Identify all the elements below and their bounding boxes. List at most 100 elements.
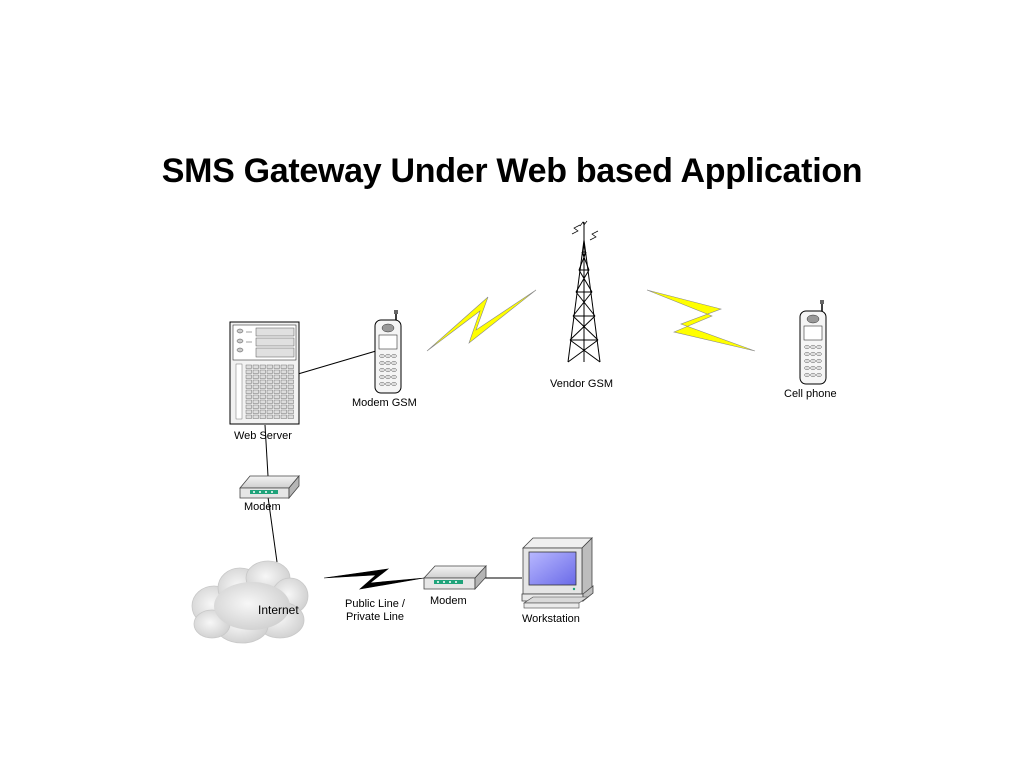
slide-title: SMS Gateway Under Web based Application: [161, 152, 863, 190]
server-bay: [266, 379, 273, 384]
connection-lines: [264, 350, 522, 579]
keypad-key: [810, 373, 816, 378]
server-bay: [273, 389, 280, 394]
server-bay: [252, 369, 259, 374]
keypad-key: [810, 352, 816, 357]
server-bay: [252, 379, 259, 384]
server-bay: [280, 399, 287, 404]
server-bay: [259, 369, 266, 374]
keypad-key: [391, 368, 397, 373]
server-bay: [259, 409, 266, 414]
server-bay: [280, 409, 287, 414]
modem-icon: [239, 474, 300, 500]
keypad-key: [385, 382, 391, 387]
server-bay: [273, 364, 280, 369]
server-bay: [245, 369, 252, 374]
keypad-key: [804, 373, 810, 378]
server-bay: [259, 379, 266, 384]
keypad-key: [391, 382, 397, 387]
server-bay: [245, 364, 252, 369]
modem-gsm-label: Modem GSM: [352, 397, 417, 409]
keypad-key: [379, 375, 385, 380]
server-bay: [273, 379, 280, 384]
server-bay: [280, 374, 287, 379]
server-bay: [266, 404, 273, 409]
server-bay: [252, 374, 259, 379]
keypad-key: [816, 345, 822, 350]
cell-phone-label: Cell phone: [784, 388, 837, 400]
server-bay: [280, 394, 287, 399]
server-bay: [280, 389, 287, 394]
keypad-key: [379, 361, 385, 366]
keypad-key: [816, 352, 822, 357]
modem-bottom-label: Modem: [430, 595, 467, 607]
server-bay: [273, 369, 280, 374]
server-bay: [280, 404, 287, 409]
server-bay: [259, 404, 266, 409]
keypad-key: [379, 354, 385, 359]
server-bay: [287, 404, 294, 409]
keypad-key: [810, 359, 816, 364]
server-bay: [273, 414, 280, 419]
keypad-key: [804, 366, 810, 371]
keypad-key: [391, 361, 397, 366]
keypad-key: [391, 375, 397, 380]
server-bay: [266, 374, 273, 379]
server-bay: [280, 379, 287, 384]
server-bay: [259, 389, 266, 394]
server-bay: [252, 409, 259, 414]
lightning-bolt-icon: [646, 289, 756, 352]
server-bay: [245, 414, 252, 419]
keypad-key: [379, 382, 385, 387]
server-bay: [287, 384, 294, 389]
server-bay: [287, 379, 294, 384]
keypad-key: [804, 352, 810, 357]
server-bay: [259, 414, 266, 419]
public-line-label-line2: Private Line: [345, 611, 405, 623]
server-bay: [266, 399, 273, 404]
server-bay: [259, 394, 266, 399]
link-modem-internet: [267, 496, 278, 563]
server-bay: [273, 404, 280, 409]
vendor-gsm-label: Vendor GSM: [550, 378, 613, 390]
server-bay: [273, 374, 280, 379]
keypad-key: [379, 368, 385, 373]
computer-icon: [521, 537, 594, 609]
workstation-label: Workstation: [522, 613, 580, 625]
server-bay: [259, 364, 266, 369]
keypad-key: [385, 375, 391, 380]
server-bay: [266, 384, 273, 389]
server-bay: [287, 374, 294, 379]
server-bay: [287, 394, 294, 399]
server-bay: [252, 414, 259, 419]
modem-icon: [423, 564, 487, 591]
server-bay: [266, 409, 273, 414]
server-bay: [287, 409, 294, 414]
keypad-key: [816, 373, 822, 378]
server-bay: [252, 389, 259, 394]
server-bay: [259, 384, 266, 389]
lightning-bolt-icon: [426, 289, 537, 352]
server-bay: [266, 364, 273, 369]
keypad-key: [810, 345, 816, 350]
server-bay: [245, 394, 252, 399]
server-bay: [259, 374, 266, 379]
keypad-key: [385, 361, 391, 366]
server-bay: [252, 384, 259, 389]
server-bay: [273, 409, 280, 414]
server-bay: [245, 379, 252, 384]
server-bay: [245, 389, 252, 394]
server-bay: [280, 369, 287, 374]
server-bay: [287, 364, 294, 369]
internet-label: Internet: [258, 603, 299, 617]
server-bay: [245, 404, 252, 409]
server-bay: [252, 404, 259, 409]
server-icon: [229, 321, 300, 425]
keypad-key: [804, 345, 810, 350]
server-bay: [252, 394, 259, 399]
server-bay: [259, 399, 266, 404]
server-bay: [266, 394, 273, 399]
server-bay: [245, 409, 252, 414]
link-server-modemgsm: [297, 350, 377, 375]
lightning-bolt-icon: [323, 568, 425, 590]
